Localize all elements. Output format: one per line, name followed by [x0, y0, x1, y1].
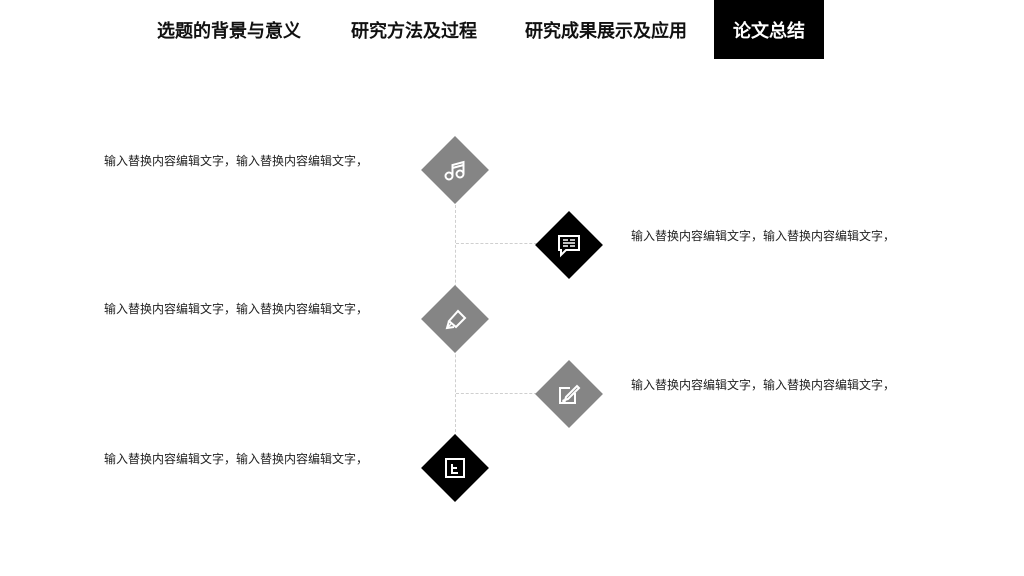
timeline-item-text-3: 输入替换内容编辑文字，输入替换内容编辑文字，	[104, 302, 369, 316]
timeline-item-text-4: 输入替换内容编辑文字，输入替换内容编辑文字，	[631, 378, 896, 392]
eraser-icon	[438, 302, 472, 336]
timeline-item-text-2: 输入替换内容编辑文字，输入替换内容编辑文字，	[631, 229, 896, 243]
music-note-icon	[438, 153, 472, 187]
tab-background-significance[interactable]: 选题的背景与意义	[157, 20, 301, 42]
timeline-item-text-1: 输入替换内容编辑文字，输入替换内容编辑文字，	[104, 154, 369, 168]
top-navigation: 选题的背景与意义 研究方法及过程 研究成果展示及应用 论文总结	[0, 0, 1024, 59]
timeline-horizontal-connector	[456, 393, 542, 394]
chat-bubble-icon	[552, 228, 586, 262]
timeline-horizontal-connector	[456, 243, 542, 244]
timeline-item-text-5: 输入替换内容编辑文字，输入替换内容编辑文字，	[104, 452, 369, 466]
tab-thesis-summary[interactable]: 论文总结	[714, 0, 824, 59]
edit-icon	[552, 377, 586, 411]
tab-research-results[interactable]: 研究成果展示及应用	[525, 20, 687, 42]
calendar-icon	[438, 451, 472, 485]
tab-research-methods[interactable]: 研究方法及过程	[351, 20, 477, 42]
